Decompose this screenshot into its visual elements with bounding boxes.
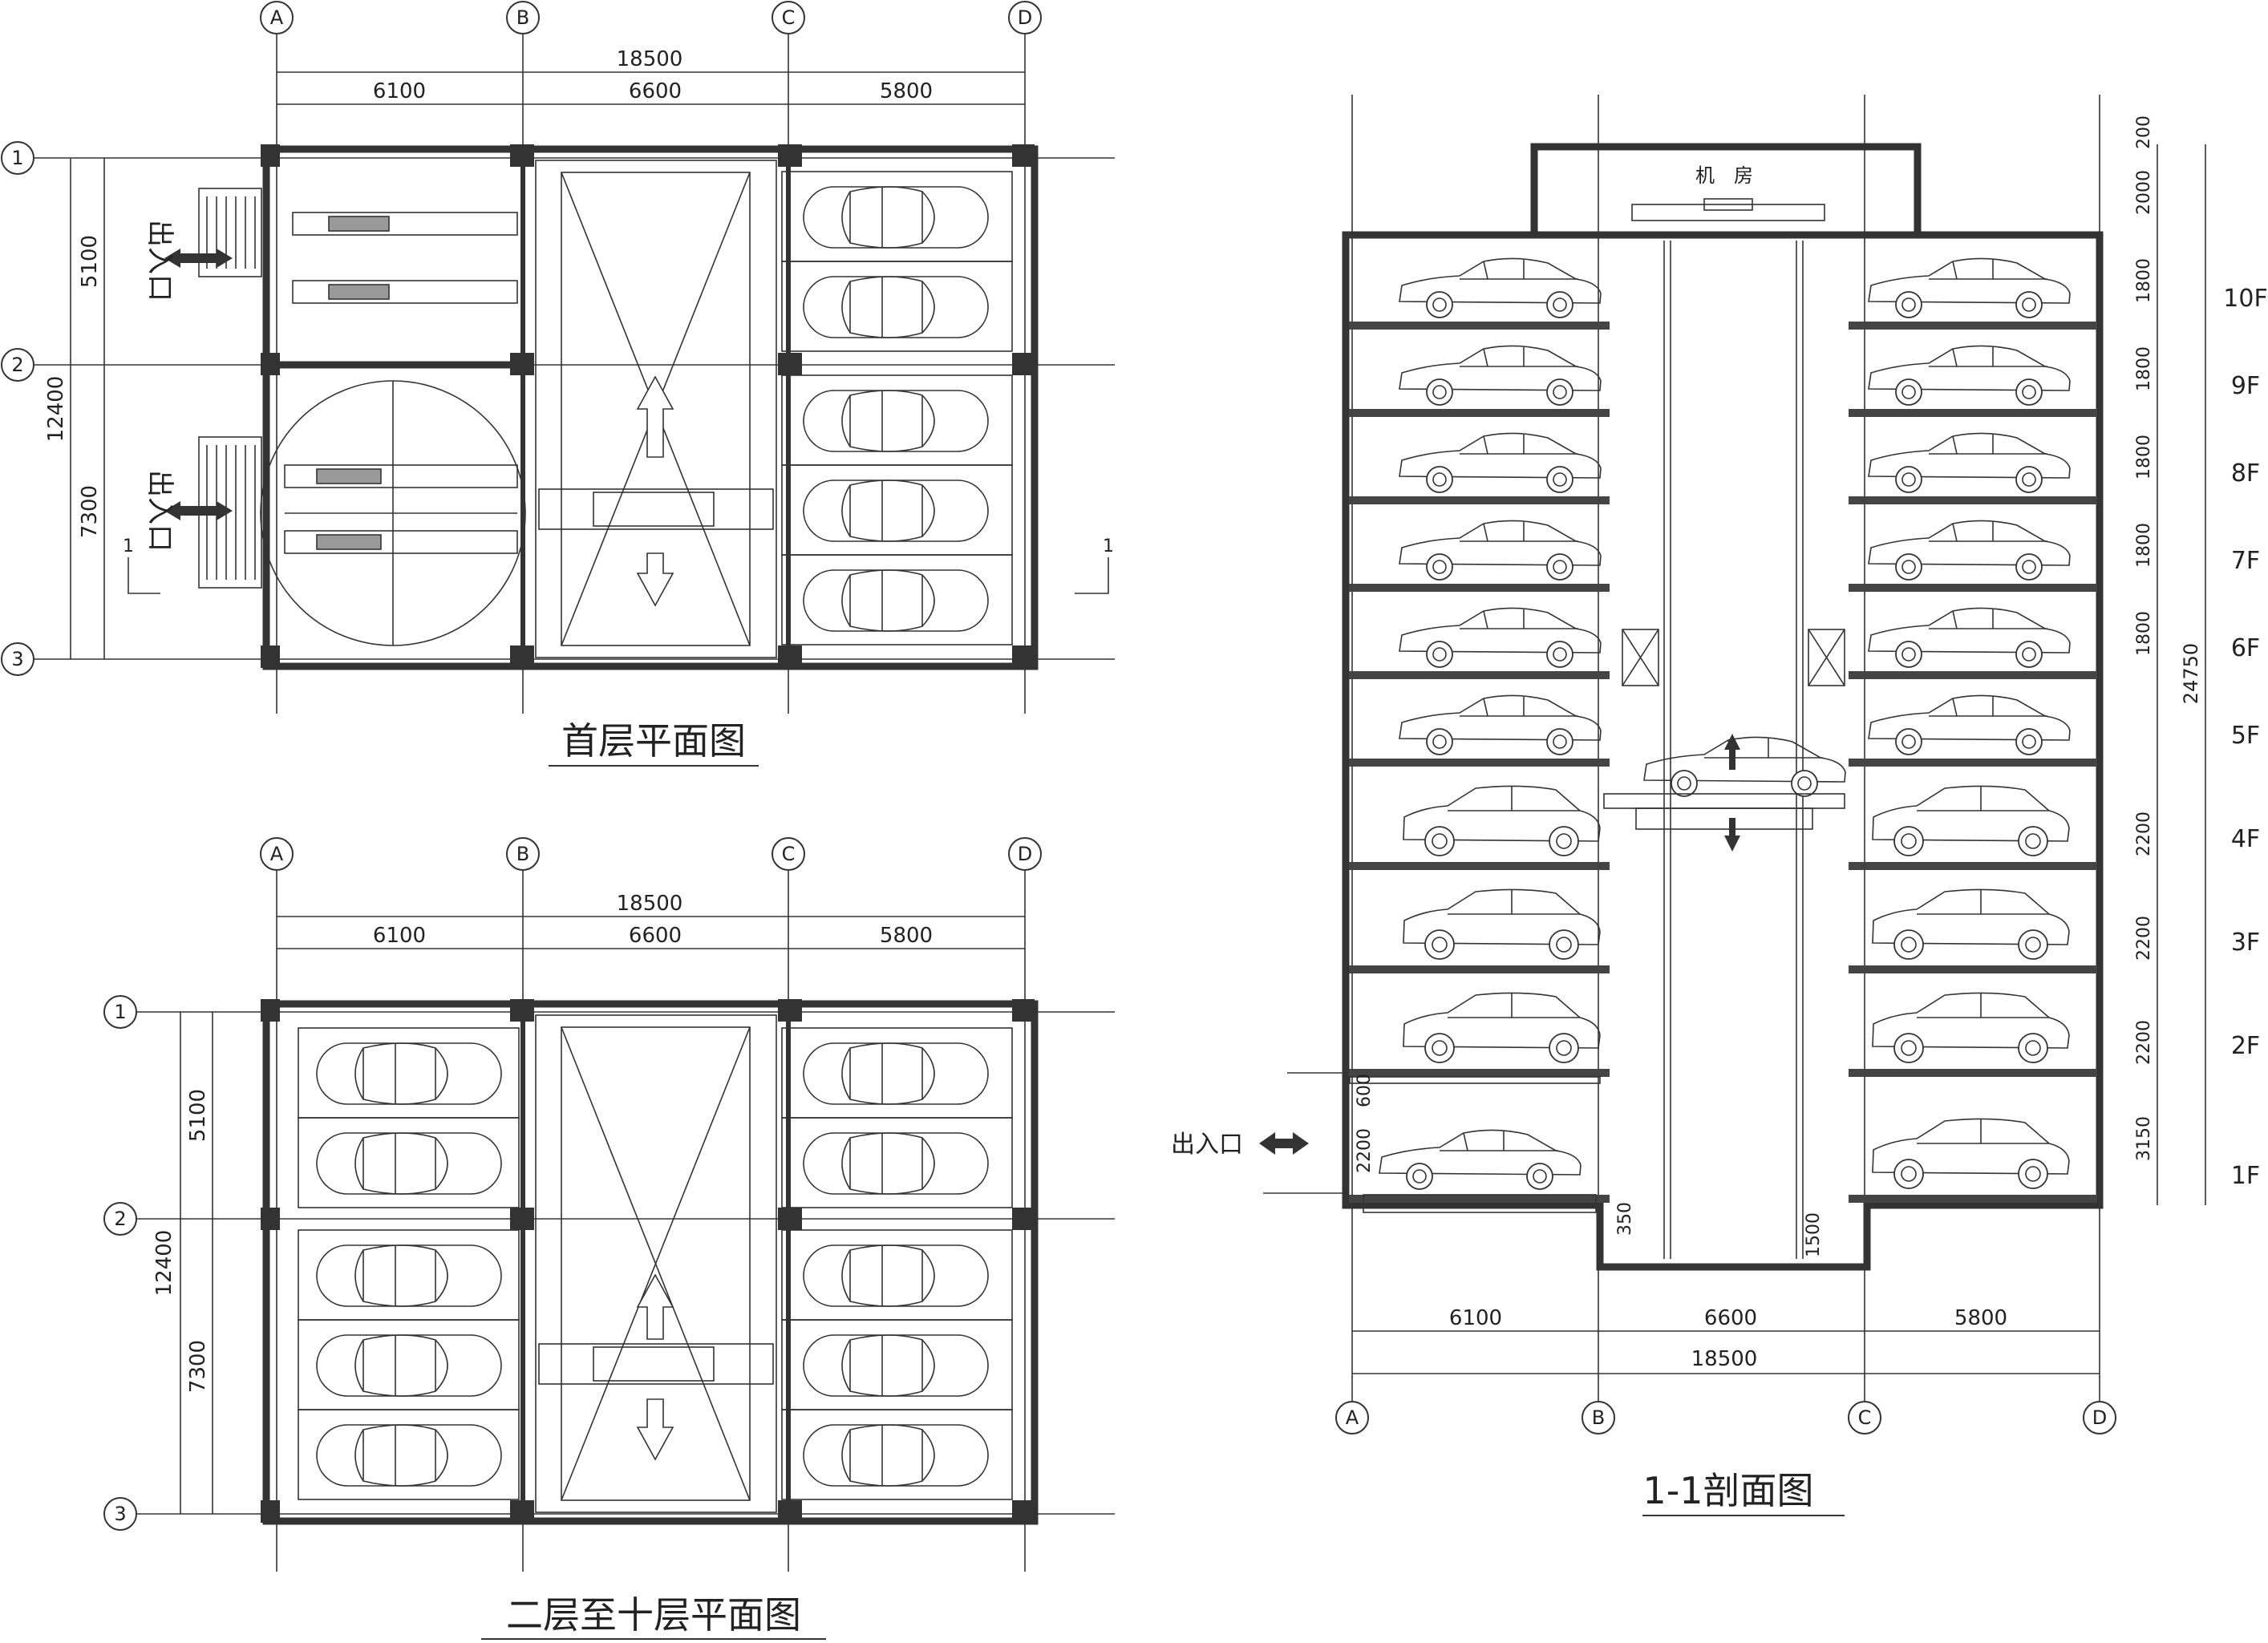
ground-bay-2: 6600 [629, 79, 682, 103]
section-entrance-arrow [1259, 1132, 1309, 1155]
upper-left-bay-cars [298, 1027, 520, 1500]
axis-c-label: C [782, 6, 796, 29]
floor-label-8f: 8F [2231, 459, 2260, 488]
upper-depth-1: 5100 [186, 1089, 210, 1142]
floor-label-5f: 5F [2231, 722, 2260, 750]
ground-depth-1: 5100 [78, 235, 102, 288]
upper-axis-2: 2 [114, 1208, 126, 1230]
ground-bay-1: 6100 [373, 79, 426, 103]
upper-total-width: 18500 [617, 892, 683, 916]
axis-1-label: 1 [11, 147, 23, 169]
axis-a-label: A [270, 6, 284, 29]
section-bay-1: 6100 [1449, 1306, 1502, 1330]
section-roof-dim: 200 [2134, 115, 2154, 149]
floor-height-8f: 1800 [2134, 346, 2154, 391]
machine-room-label: 机 房 [1695, 164, 1753, 187]
section-bay-3: 5800 [1954, 1306, 2007, 1330]
upper-right-bay-cars [781, 1027, 1013, 1500]
entry-upper-label: 600 [1355, 1074, 1375, 1107]
floor-height-10f: 2000 [2134, 170, 2154, 215]
entrance-label-upper: 出入口 [144, 220, 176, 301]
floor-label-10f: 10F [2223, 285, 2267, 313]
floor-height-3f: 2200 [2134, 916, 2154, 961]
section-bay-2: 6600 [1704, 1306, 1757, 1330]
floor-labels: 10F 9F 8F 7F 6F 5F 4F 3F 2F 1F [2223, 285, 2267, 1190]
floor-label-9f: 9F [2231, 372, 2260, 400]
ground-plan-title: 首层平面图 [561, 719, 746, 763]
floor-height-2f: 2200 [2134, 1020, 2154, 1065]
floor-label-2f: 2F [2231, 1032, 2260, 1060]
section-axis-c: C [1858, 1406, 1872, 1429]
upper-total-depth: 12400 [152, 1230, 176, 1297]
upper-floor-plan: A B C D 1 2 3 18500 6100 6600 5800 12400… [103, 837, 1115, 1640]
floor-height-5f: 1800 [2134, 611, 2154, 656]
floor-label-4f: 4F [2231, 825, 2260, 853]
axis-3-label: 3 [11, 648, 23, 670]
ground-bay-3: 5800 [880, 79, 933, 103]
section-mark-left: 1 [123, 536, 134, 556]
axis-b-label: B [516, 6, 529, 29]
upper-plan-title: 二层至十层平面图 [506, 1593, 801, 1637]
upper-axis-1: 1 [114, 1001, 126, 1023]
floor-height-dims: 2000 1800 1800 1800 1800 1800 2200 2200 … [2134, 170, 2154, 1161]
floor-label-7f: 7F [2231, 547, 2260, 575]
floor-label-3f: 3F [2231, 929, 2260, 957]
pit-left-label: 350 [1615, 1202, 1635, 1236]
upper-depth-2: 7300 [186, 1340, 210, 1393]
section-axis-a: A [1346, 1406, 1359, 1429]
section-total-height: 24750 [2180, 643, 2202, 704]
upper-axis-d: D [1018, 843, 1032, 865]
floor-height-9f: 1800 [2134, 258, 2154, 303]
floor-height-6f: 1800 [2134, 523, 2154, 568]
ground-right-bay-cars [781, 171, 1013, 645]
floor-label-6f: 6F [2231, 634, 2260, 662]
section-drawing: 机 房 [1171, 95, 2268, 1516]
entry-height-label: 2200 [1355, 1128, 1375, 1173]
stored-cars [1379, 257, 2071, 1190]
section-axis-d: D [2092, 1406, 2107, 1429]
entrance-arrow-lower [164, 501, 233, 520]
upper-axis-3: 3 [114, 1503, 126, 1525]
upper-bay-3: 5800 [880, 924, 933, 948]
ground-depth-2: 7300 [78, 485, 102, 538]
upper-axis-b: B [516, 843, 529, 865]
ground-total-depth: 12400 [44, 376, 68, 443]
entrance-label-lower: 出入口 [144, 470, 176, 552]
pit-right-label: 1500 [1804, 1212, 1824, 1257]
floor-slabs [1349, 322, 2097, 1203]
floor-label-1f: 1F [2231, 1162, 2260, 1190]
section-total-width: 18500 [1691, 1347, 1758, 1371]
upper-bay-1: 6100 [373, 924, 426, 948]
axis-2-label: 2 [11, 354, 23, 376]
section-axis-b: B [1592, 1406, 1605, 1429]
entrance-arrow-upper [164, 249, 233, 268]
ground-total-width: 18500 [617, 47, 683, 71]
upper-axis-a: A [270, 843, 284, 865]
section-title: 1-1剖面图 [1642, 1469, 1813, 1512]
upper-bay-2: 6600 [629, 924, 682, 948]
axis-d-label: D [1018, 6, 1032, 29]
section-entrance-label: 出入口 [1171, 1131, 1243, 1159]
floor-height-7f: 1800 [2134, 435, 2154, 480]
floor-height-1f: 3150 [2134, 1116, 2154, 1161]
section-mark-right: 1 [1103, 536, 1114, 556]
upper-axis-c: C [782, 843, 796, 865]
ground-floor-plan: A B C D 1 2 3 18500 6100 6600 5800 12400… [1, 1, 1115, 767]
floor-height-4f: 2200 [2134, 811, 2154, 856]
